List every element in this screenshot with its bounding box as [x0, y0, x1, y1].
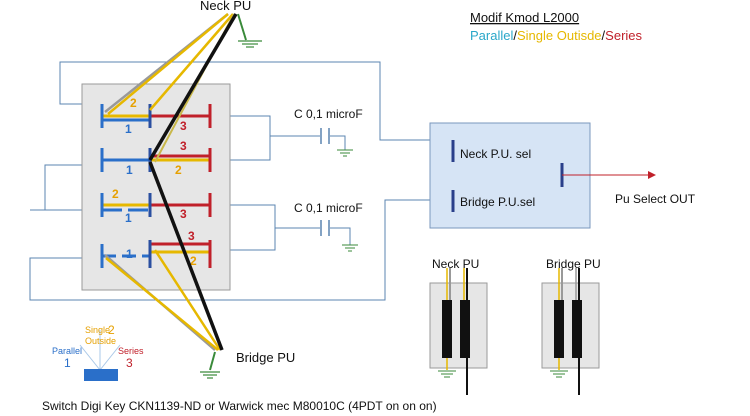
legend-series-num: 3 — [126, 356, 133, 370]
legend-single: Single — [85, 325, 110, 335]
cap-top-label: C 0,1 microF — [294, 107, 363, 121]
row2-right-num: 2 — [175, 163, 182, 177]
neck-sel-label: Neck P.U. sel — [460, 147, 531, 161]
legend-outside: Outside — [85, 336, 116, 346]
bridge-sel-label: Bridge P.U.sel — [460, 195, 535, 209]
thin-wires — [29, 61, 430, 301]
row3-sub-num: 1 — [125, 211, 132, 225]
neck-pu-box-label: Neck PU — [432, 257, 479, 271]
ground-neck-top — [238, 40, 262, 48]
legend-parallel: Parallel — [52, 346, 82, 356]
mode-parallel: Parallel — [470, 28, 513, 43]
row3-right-num: 3 — [180, 207, 187, 221]
legend-single-num: 2 — [108, 323, 115, 337]
position-legend — [79, 330, 121, 381]
mode-sep-2: / — [602, 28, 606, 43]
row1-left-num: 2 — [130, 96, 137, 110]
ground-cap-bottom — [342, 244, 358, 252]
capacitor-top — [320, 128, 330, 144]
switch-row-3 — [100, 193, 212, 217]
title-modes: Parallel/Single Outisde/Series — [470, 28, 643, 43]
capacitor-bottom — [320, 220, 330, 236]
cap-bottom-label: C 0,1 microF — [294, 201, 363, 215]
neck-pu-top-label: Neck PU — [200, 0, 251, 13]
out-arrow-head — [648, 171, 656, 179]
ground-neck-box — [438, 370, 456, 378]
legend-series: Series — [118, 346, 144, 356]
ground-bridge-box — [550, 370, 568, 378]
footer-text: Switch Digi Key CKN1139-ND or Warwick me… — [42, 399, 437, 413]
neck-pu-wires — [104, 13, 247, 163]
row1-sub-num: 1 — [125, 122, 132, 136]
bridge-pu-bottom-label: Bridge PU — [236, 350, 295, 365]
switch-row-2 — [100, 148, 212, 172]
title-heading: Modif Kmod L2000 — [470, 10, 579, 25]
bridge-pu-box-label: Bridge PU — [546, 257, 601, 271]
mode-sep-1: / — [513, 28, 517, 43]
row4-left-num: 1 — [126, 247, 133, 261]
ground-bridge-bottom — [200, 371, 220, 379]
mode-series: Series — [605, 28, 642, 43]
bridge-pu-box — [541, 282, 600, 369]
bridge-pu-leads — [554, 268, 582, 395]
neck-pu-box — [429, 282, 488, 369]
legend-parallel-num: 1 — [64, 356, 71, 370]
row4-right-num: 2 — [190, 254, 197, 268]
row4-sub-num: 3 — [188, 229, 195, 243]
neck-pu-leads — [442, 268, 470, 395]
ground-cap-top — [337, 149, 353, 157]
row2-left-num: 1 — [126, 163, 133, 177]
mode-single: Single — [517, 28, 557, 43]
row2-sub-num: 3 — [180, 139, 187, 153]
pu-select-out-label: Pu Select OUT — [615, 192, 696, 206]
row3-left-num: 2 — [112, 187, 119, 201]
mode-outside: Outisde — [557, 28, 602, 43]
bridge-pu-wires — [104, 161, 224, 371]
row1-right-num: 3 — [180, 119, 187, 133]
switch-row-4 — [100, 240, 212, 268]
